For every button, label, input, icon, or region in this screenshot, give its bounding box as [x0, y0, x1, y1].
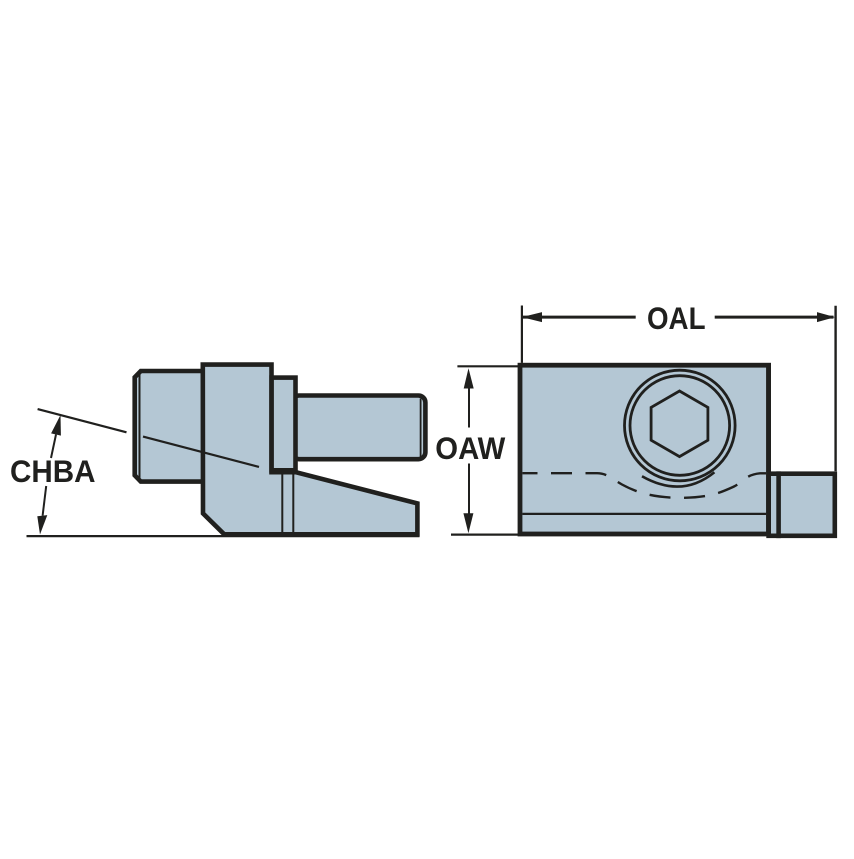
- svg-text:CHBA: CHBA: [10, 453, 96, 489]
- svg-text:OAW: OAW: [435, 430, 505, 466]
- svg-text:OAL: OAL: [647, 300, 706, 336]
